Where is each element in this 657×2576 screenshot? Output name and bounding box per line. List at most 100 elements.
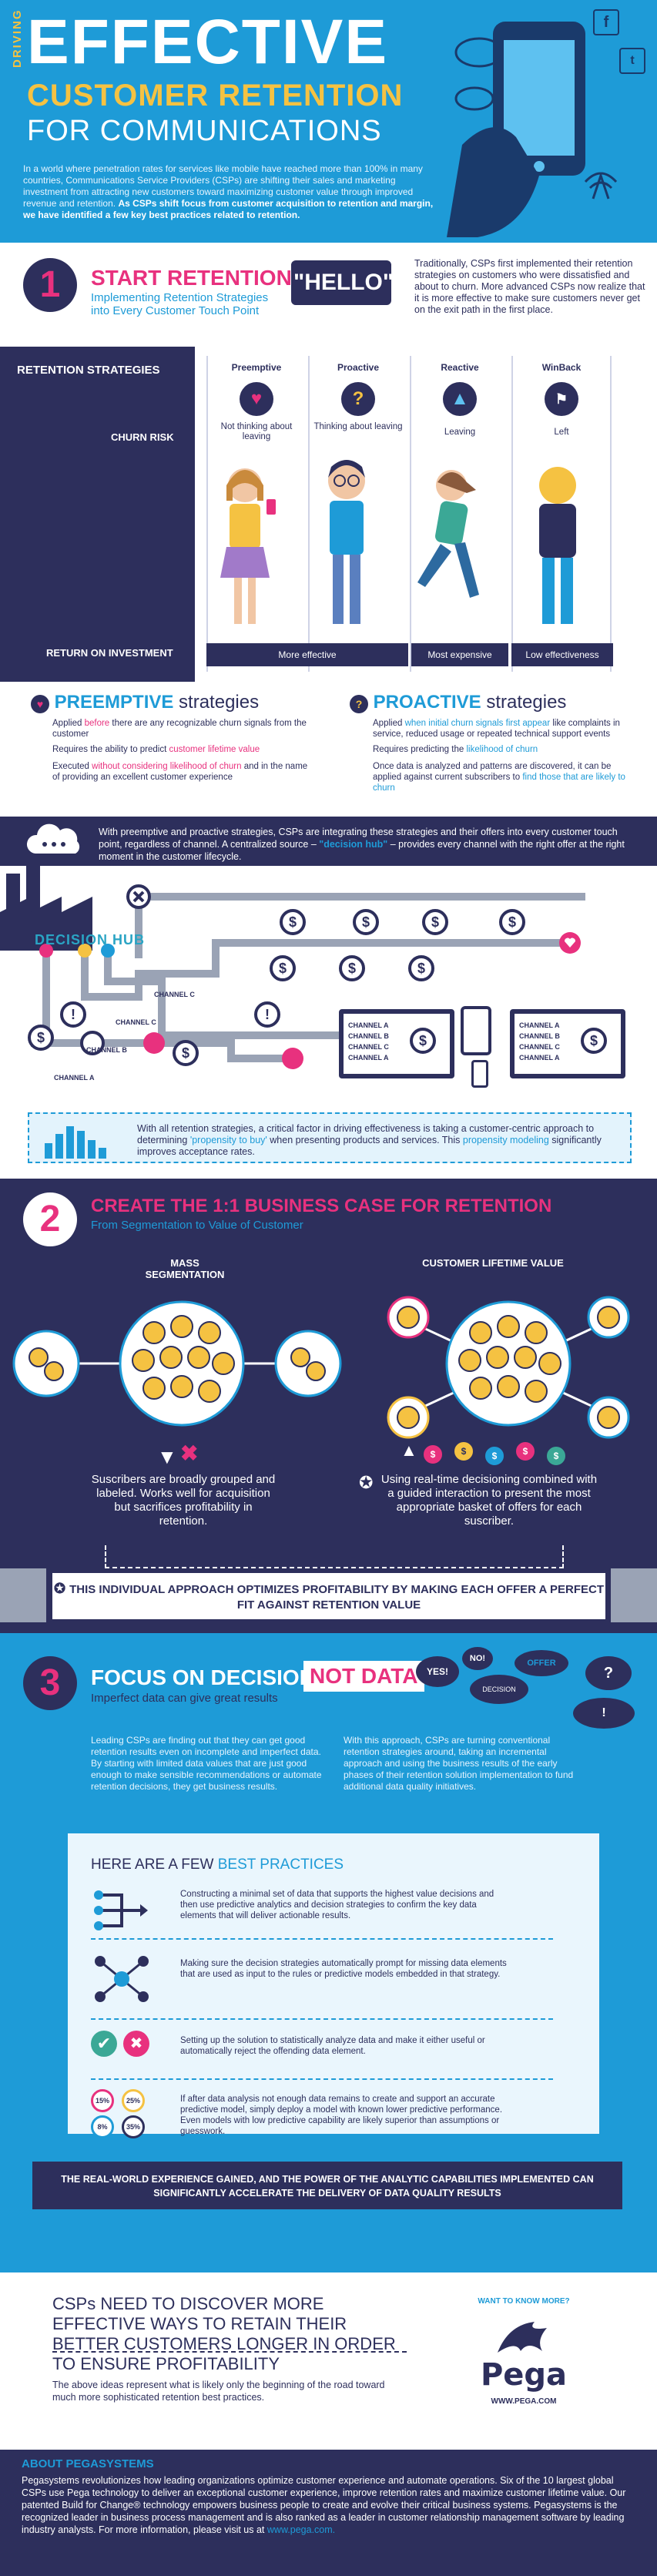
- about-link[interactable]: www.pega.com.: [266, 2524, 336, 2535]
- thumbs-down-icon: ▼: [157, 1445, 177, 1468]
- roi-label: RETURN ON INVESTMENT: [46, 647, 173, 659]
- decision-hub-label: DECISION HUB: [35, 932, 146, 948]
- facebook-icon[interactable]: f: [593, 9, 619, 35]
- award-icon: ✪: [359, 1473, 374, 1492]
- channel-b-label: CHANNEL B: [519, 1032, 560, 1040]
- preemptive-title-word: PREEMPTIVE: [54, 692, 174, 713]
- tablet-icon: [461, 1006, 491, 1055]
- channel-c-label: CHANNEL C: [154, 991, 195, 998]
- segmentation-diagram: [12, 1296, 630, 1439]
- cloud-icon: [26, 823, 80, 854]
- strategy-column-proactive: [308, 356, 408, 672]
- dollar-icon: $: [353, 909, 379, 935]
- strategy-name: Reactive: [441, 362, 479, 373]
- percentage-circles: 15% 25% 8% 35%: [91, 2089, 160, 2138]
- churn-risk-value: Left: [554, 428, 569, 437]
- channel-b-label: CHANNEL B: [348, 1032, 389, 1040]
- strategy-name: Proactive: [337, 362, 380, 373]
- mass-segmentation-text: Suscribers are broadly grouped and label…: [91, 1473, 276, 1528]
- data-flow-icon: [94, 1890, 148, 1930]
- intro-bold: As CSPs shift focus from customer acquis…: [23, 198, 434, 220]
- intro-body: In a world where penetration rates for s…: [23, 163, 423, 209]
- phone-icon: [471, 1060, 488, 1088]
- churn-risk-value: Leaving: [444, 428, 476, 437]
- dollar-icon: $: [270, 955, 296, 981]
- channel-a-label: CHANNEL A: [348, 1021, 389, 1029]
- dollar-icon: $: [485, 1447, 504, 1465]
- divider: [91, 2018, 553, 2020]
- speech-bubble-yes: YES!: [416, 1656, 459, 1687]
- channel-a-label: CHANNEL A: [348, 1054, 389, 1062]
- speech-bubble-no: NO!: [462, 1647, 493, 1670]
- intro-text: In a world where penetration rates for s…: [23, 163, 439, 221]
- dollar-icon: $: [408, 955, 434, 981]
- puzzle-piece-left: [0, 1568, 46, 1622]
- dollar-icon: $: [339, 955, 365, 981]
- pega-logo: [498, 2322, 547, 2353]
- header: DRIVING EFFECTIVE CUSTOMER RETENTION FOR…: [0, 0, 657, 243]
- section-2-subtitle: From Segmentation to Value of Customer: [91, 1219, 303, 1232]
- dollar-icon: $: [422, 909, 448, 935]
- strategy-name: Preemptive: [231, 362, 282, 373]
- strategy-column-winback: [511, 356, 612, 672]
- title-for-communications: FOR COMMUNICATIONS: [27, 115, 382, 147]
- section-2-title: CREATE THE 1:1 BUSINESS CASE FOR RETENTI…: [91, 1196, 552, 1216]
- about-section: [0, 2450, 657, 2576]
- retention-strategies-label: RETENTION STRATEGIES: [17, 364, 160, 377]
- section-3-left-text: Leading CSPs are finding out that they c…: [91, 1735, 322, 1792]
- award-icon: ✪: [53, 1581, 70, 1596]
- best-practice-4: If after data analysis not enough data r…: [180, 2095, 503, 2136]
- question-icon: ?: [341, 382, 375, 416]
- dollar-icon: $: [173, 1040, 199, 1066]
- section-1-number: 1: [23, 258, 77, 312]
- speech-bubble-offer: OFFER: [515, 1650, 568, 1676]
- dollar-icon: $: [410, 1028, 436, 1054]
- proactive-title-word: PROACTIVE: [373, 692, 481, 713]
- running-shoe-icon: ▲: [443, 382, 477, 416]
- channel-c-label: CHANNEL C: [116, 1018, 156, 1026]
- channel-monitor-right: CHANNEL A CHANNEL B CHANNEL C CHANNEL A …: [510, 1009, 625, 1078]
- churn-risk-value: Thinking about leaving: [313, 422, 403, 431]
- cross-icon: ✖: [123, 2031, 149, 2057]
- section-3-title: FOCUS ON DECISIONS,: [91, 1665, 336, 1689]
- channel-monitor-left: CHANNEL A CHANNEL B CHANNEL C CHANNEL A …: [339, 1009, 454, 1078]
- bar-chart-icon: [45, 1126, 106, 1159]
- strategy-name: WinBack: [541, 362, 582, 373]
- best-practices-title: HERE ARE A FEW BEST PRACTICES: [91, 1857, 344, 1873]
- question-icon: ?: [585, 1656, 632, 1690]
- best-practice-1: Constructing a minimal set of data that …: [180, 1890, 494, 1920]
- preemptive-point-2: Requires the ability to predict customer…: [52, 745, 260, 754]
- phone-illustration: [447, 22, 618, 237]
- proactive-point-2: Requires predicting the likelihood of ch…: [373, 745, 538, 754]
- about-body: Pegasystems revolutionizes how leading o…: [22, 2475, 626, 2535]
- twitter-icon[interactable]: t: [619, 48, 645, 74]
- dollar-icon: $: [516, 1442, 535, 1461]
- about-text: Pegasystems revolutionizes how leading o…: [22, 2474, 638, 2536]
- mixed-tag-icon: ✖: [180, 1441, 199, 1465]
- alert-icon: !: [60, 1001, 86, 1028]
- proactive-point-3: Once data is analyzed and patterns are d…: [373, 762, 625, 793]
- percent-badge: 35%: [122, 2115, 145, 2138]
- thumbs-up-icon: ▲: [401, 1441, 417, 1460]
- channel-c-label: CHANNEL C: [348, 1043, 389, 1051]
- driving-label: DRIVING: [11, 8, 24, 68]
- mass-segmentation-label: MASS SEGMENTATION: [145, 1257, 225, 1280]
- churn-risk-label: CHURN RISK: [111, 431, 174, 443]
- pega-url-link[interactable]: WWW.PEGA.COM: [491, 2397, 557, 2406]
- strategy-column-reactive: [410, 356, 510, 672]
- strategies-label-bar: [0, 347, 195, 682]
- exclamation-icon: !: [573, 1698, 635, 1729]
- strategy-column-preemptive: [206, 356, 307, 672]
- best-practice-3: Setting up the solution to statistically…: [180, 2036, 485, 2056]
- channel-a-label: CHANNEL A: [519, 1021, 560, 1029]
- section-1-title: START RETENTION AT: [91, 266, 324, 290]
- section-3-number: 3: [23, 1656, 77, 1710]
- offer-coins-icons: $ $ $ $ $: [424, 1442, 585, 1465]
- channel-c-label: CHANNEL C: [519, 1043, 560, 1051]
- conclusion-title: CSPs NEED TO DISCOVER MORE EFFECTIVE WAY…: [52, 2294, 396, 2373]
- roi-more-effective: More effective: [206, 643, 408, 666]
- connector-dashed: [105, 1545, 564, 1568]
- title-customer-retention: CUSTOMER RETENTION: [27, 79, 404, 112]
- not-data-label: NOT DATA: [303, 1661, 424, 1692]
- section-1-text: Traditionally, CSPs first implemented th…: [414, 258, 645, 315]
